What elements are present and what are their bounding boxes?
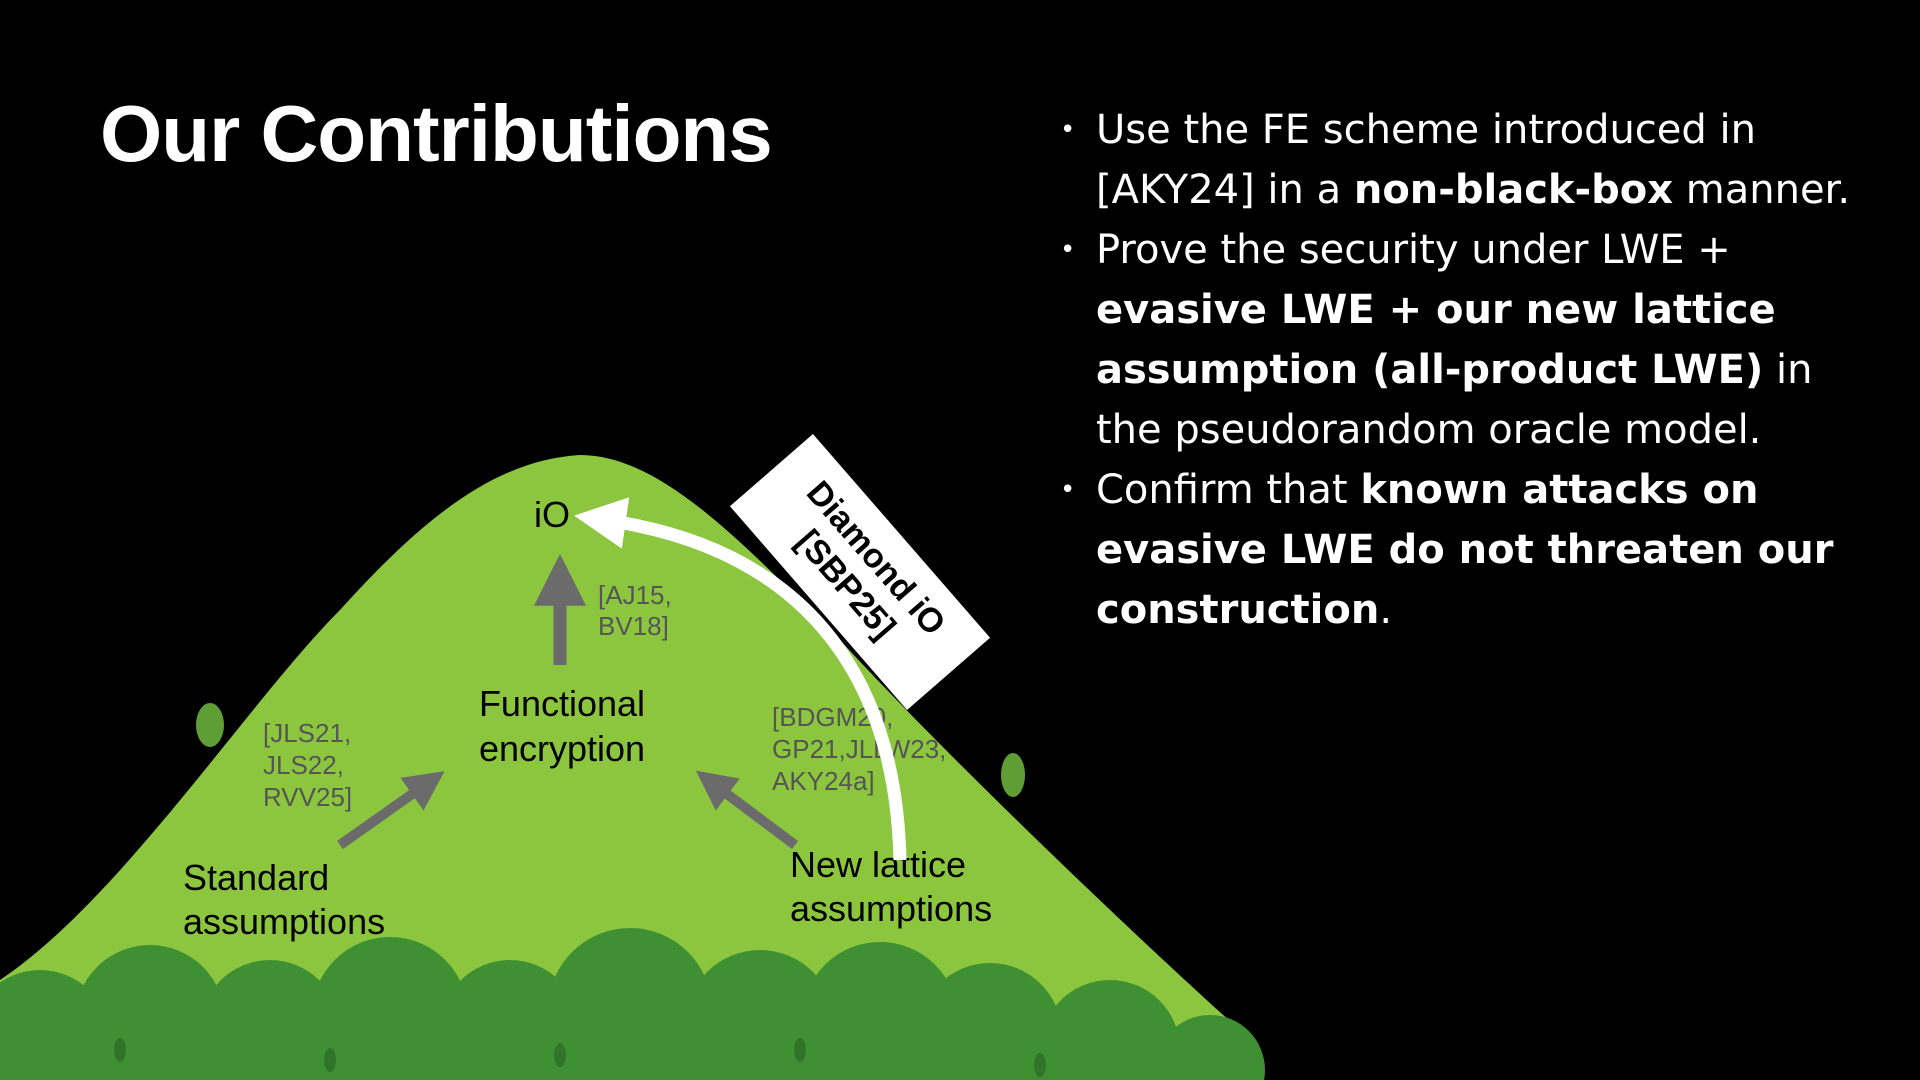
small-bush-right [1001, 753, 1025, 797]
node-fe-line2: encryption [479, 728, 645, 769]
bullet-item-security: Prove the security under LWE + evasive L… [1060, 220, 1890, 460]
citation-line: [JLS21, [263, 718, 351, 748]
bullet-text: in the pseudorandom oracle model. [1096, 347, 1813, 453]
bullet-list: Use the FE scheme introduced in [AKY24] … [1060, 100, 1890, 640]
arrow-standard-to-fe [337, 771, 445, 850]
node-fe-line1: Functional [479, 683, 645, 724]
citation-bdgm20: [BDGM20,GP21,JLLW23,AKY24a] [772, 702, 946, 796]
bullet-bold-text: evasive LWE + our new lattice assumption… [1096, 287, 1776, 393]
citation-line: GP21,JLLW23, [772, 734, 946, 764]
node-standard-line1: Standard [183, 857, 329, 898]
citation-line: AKY24a] [772, 766, 875, 796]
citation-jls21: [JLS21,JLS22,RVV25] [263, 718, 352, 812]
small-bush-left [196, 703, 224, 747]
citation-line: [AJ15, [598, 580, 672, 610]
bullet-item-attacks: Confirm that known attacks on evasive LW… [1060, 460, 1890, 640]
node-lattice-line1: New lattice [790, 844, 966, 885]
citation-line: BV18] [598, 611, 669, 641]
node-io: iO [534, 494, 570, 535]
bullet-bold-text: known attacks on evasive LWE do not thre… [1096, 467, 1834, 633]
bullet-text: Confirm that [1096, 467, 1361, 513]
page-title: Our Contributions [100, 89, 773, 178]
bullet-text: Prove the security under LWE + [1096, 227, 1731, 273]
bullet-text: . [1379, 587, 1393, 633]
bush-shadows [114, 1038, 1046, 1077]
hill-shape [0, 455, 1240, 1080]
arrow-diamond-io [574, 497, 907, 861]
bullet-text: Use the FE scheme introduced in [AKY24] … [1096, 107, 1756, 213]
citation-aj15: [AJ15,BV18] [598, 580, 672, 641]
citation-line: JLS22, [263, 750, 344, 780]
node-standard-line2: assumptions [183, 901, 385, 942]
node-lattice-line2: assumptions [790, 888, 992, 929]
bullet-text: manner. [1673, 167, 1851, 213]
bullet-item-fe-scheme: Use the FE scheme introduced in [AKY24] … [1060, 100, 1890, 220]
arrow-lattice-to-fe [695, 770, 798, 849]
citation-line: RVV25] [263, 782, 352, 812]
bullet-bold-text: non-black-box [1353, 167, 1674, 213]
